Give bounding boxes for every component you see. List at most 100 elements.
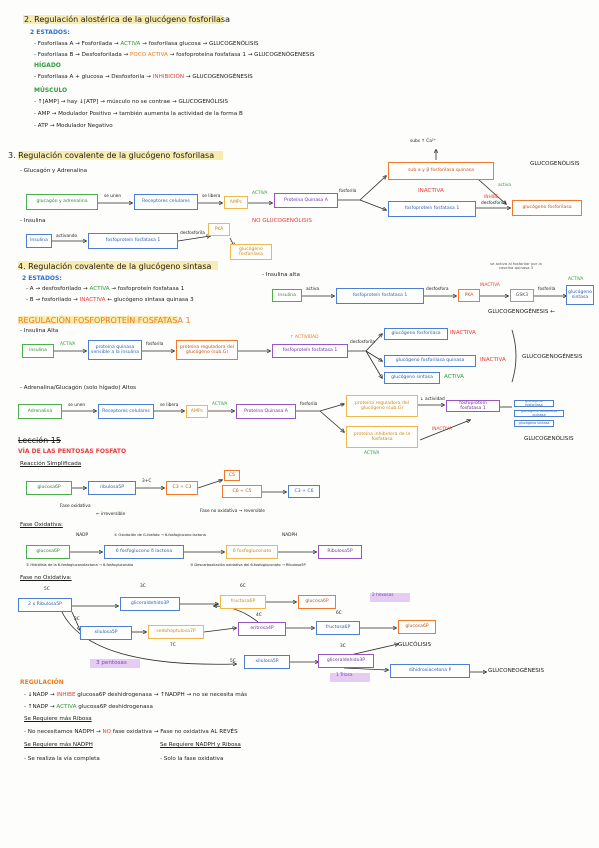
- 6fg-lactona-box: 6 fosfoglucono δ lactona: [104, 545, 184, 559]
- glucagon-label: - Glucagón y Adrenalina: [20, 168, 88, 174]
- highlight: [370, 593, 410, 602]
- arrow-label: activa: [306, 287, 320, 292]
- result-box: glucógeno fosforilasa: [384, 328, 448, 340]
- arrow-label: ↓ actividad: [420, 397, 445, 402]
- pka-box: Proteína Quinasa A: [274, 193, 338, 208]
- status-label: INACTIVA: [480, 357, 506, 363]
- result-box: glucógeno sintasa: [384, 372, 440, 384]
- arrow-label: se unen: [68, 403, 86, 408]
- ampc-box: AMPc: [224, 196, 248, 209]
- fpf1-box: fosfoproteín fosfatasa 1: [336, 288, 424, 304]
- sedoheptulosa7p-box: sedoheptulosa7P: [148, 625, 204, 639]
- sub-box: sub α y β fosforilasa quinasa: [388, 162, 494, 180]
- arrow-label: ACTIVA: [212, 402, 228, 407]
- insulina-box: insulina: [22, 344, 54, 358]
- arrow-label: INHIBE: [484, 195, 499, 200]
- g6p-box: glucosa6P: [26, 545, 70, 559]
- highlight: [90, 659, 140, 668]
- fpf1-box: fosfoproteín fosfatasa 1: [388, 201, 476, 217]
- xilulosa5p-box: xilulosa5P: [80, 626, 132, 640]
- reg-line: - Solo la fase oxidativa: [160, 756, 224, 762]
- reg-fosfatasa-title: REGULACIÓN FOSFOPROTEÍN FOSFATASA 1: [18, 316, 191, 325]
- c3c6-box: C3 + C6: [288, 485, 320, 498]
- result-label: GLUCOGENOGÉNESIS: [522, 354, 583, 360]
- dhap-box: dihidroxiacetona P: [390, 664, 470, 678]
- estados-label: 2 ESTADOS:: [22, 275, 62, 282]
- ribulosa5p-box: Ribulosa5P: [318, 545, 362, 559]
- arrow-label: ACTIVA: [568, 277, 584, 282]
- carbon-label: 3C: [140, 584, 146, 589]
- result-box: glucógeno sintasa: [514, 420, 554, 427]
- note: ② Hidrólisis de la 6-fosfogluconolactona…: [26, 563, 134, 567]
- arrow-label: desfosforila: [180, 231, 205, 236]
- line: - AMP → Modulador Positivo → también aum…: [34, 111, 243, 117]
- gliceraldehido3p-box: gliceraldehído3P: [318, 654, 374, 668]
- glucagon-box: glucagón y adrenalina: [26, 194, 98, 210]
- line: - A → desfosforilado → ACTIVA → fosfopro…: [26, 286, 185, 292]
- pka-box: Proteína Quinasa A: [236, 404, 296, 419]
- line: - Fosforilasa B → Desfosforilada → POCO …: [34, 52, 315, 58]
- arrow-label: ACTIVA: [60, 342, 76, 347]
- glucogenolisis-label: GLUCOGENÓLISIS: [530, 161, 580, 167]
- arrow-label: desfosforila: [350, 340, 375, 345]
- glucogeno-fosforilasa-box: glucógeno fosforilasa: [230, 244, 272, 260]
- carbon-label: 6C: [336, 611, 342, 616]
- arrow-label: fosforila: [538, 287, 556, 292]
- lesson-title: Lección 15: [18, 436, 61, 445]
- glucolisis-label: GLUCÓLISIS: [398, 642, 432, 648]
- c4-box: C6 + C5: [222, 485, 262, 498]
- carbon-label: 5C: [44, 587, 50, 592]
- section-2-title: 2. Regulación alostérica de la glucógeno…: [24, 15, 230, 24]
- no-glucogenolisis-label: NO GLUCOGENÓLISIS: [252, 218, 312, 224]
- receptores-box: Receptores celulares: [98, 404, 154, 419]
- lesson-subtitle: VÍA DE LAS PENTOSAS FOSFATO: [18, 448, 127, 455]
- gliceraldehido3p-box: gliceraldehído3P: [120, 597, 180, 611]
- note: ① Oxidación de G-fosfato → 6-fosfoglucon…: [114, 533, 206, 537]
- r5p-box: ribulosa5P: [88, 481, 136, 495]
- g6p-box: glucosa6P: [26, 481, 72, 495]
- receptores-box: Receptores celulares: [134, 194, 198, 210]
- glucogenogenesis-label: GLUCOGENOGÉNESIS ←: [488, 309, 555, 315]
- musculo-label: MÚSCULO: [34, 87, 68, 94]
- eritrosa4p-box: eritrosa4P: [238, 622, 286, 636]
- arrow-label: fosforila: [339, 189, 357, 194]
- status-label: INACTIVA: [450, 330, 476, 336]
- cofactor-label: NADPH: [282, 533, 298, 538]
- glucogeno-sintasa-box: glucógeno sintasa: [566, 285, 594, 305]
- pq-box: proteína quinasa sensible a la insulina: [88, 340, 142, 360]
- arrow-label: se libera: [202, 194, 221, 199]
- carbon-label: 4C: [256, 613, 262, 618]
- carbon-label: 3C: [74, 617, 80, 622]
- arrow-label: activa: [498, 183, 512, 188]
- arrow-label: ACTIVA: [252, 191, 268, 196]
- reg-line: - Se realiza la vía completa: [24, 756, 100, 762]
- adren-label: - Adrenalina/Glucagón (solo hígado) Alto…: [20, 385, 137, 391]
- insulina-alta-label: - Insulina Alta: [20, 328, 59, 334]
- line: - Fosforilasa A + glucosa → Desfosforila…: [34, 74, 253, 80]
- fase-noox-label: Fase no oxidativa → reversible: [200, 509, 265, 514]
- fpf1-box: fosfoproteín fosfatasa 1: [446, 400, 500, 412]
- adrenalina-box: Adrenalina: [18, 404, 62, 419]
- highlight: [18, 316, 178, 324]
- glucosa6p-box: glucosa6P: [298, 595, 336, 609]
- insulina-box: Insulina: [26, 234, 52, 248]
- insulina-box: Insulina: [272, 289, 302, 302]
- arrow-label: ↑ ACTIVIDAD: [290, 335, 319, 340]
- carbon-label: 7C: [170, 643, 176, 648]
- estados-label: 2 ESTADOS:: [30, 29, 70, 36]
- reg-line: Se Requiere NADPH y Ribosa: [160, 742, 241, 748]
- sub-g-box: proteína reguladora del glucógeno (sub.G…: [176, 340, 238, 360]
- ribulosa5p-box: 2 x Ribulosa5P: [18, 598, 72, 612]
- line: - ↑[AMP] → hay ↓[ATP] → músculo no se co…: [34, 99, 229, 105]
- gsk3-box: GSK3: [510, 289, 534, 302]
- ampc-box: AMPc: [186, 405, 208, 418]
- arrow-label: fosforila: [146, 342, 164, 347]
- highlight: [18, 151, 223, 160]
- status-label: INACTIVA: [432, 427, 452, 432]
- carbon-label: 6C: [240, 584, 246, 589]
- section-4-title: 4. Regulación covalente de la glucógeno …: [18, 262, 212, 271]
- result-box: glucógeno fosforilasa quinasa: [514, 410, 564, 417]
- irrev-label: ← irreversible: [96, 512, 126, 517]
- note: ③ Descarboxilación oxidativa del 6-fosfo…: [190, 563, 306, 567]
